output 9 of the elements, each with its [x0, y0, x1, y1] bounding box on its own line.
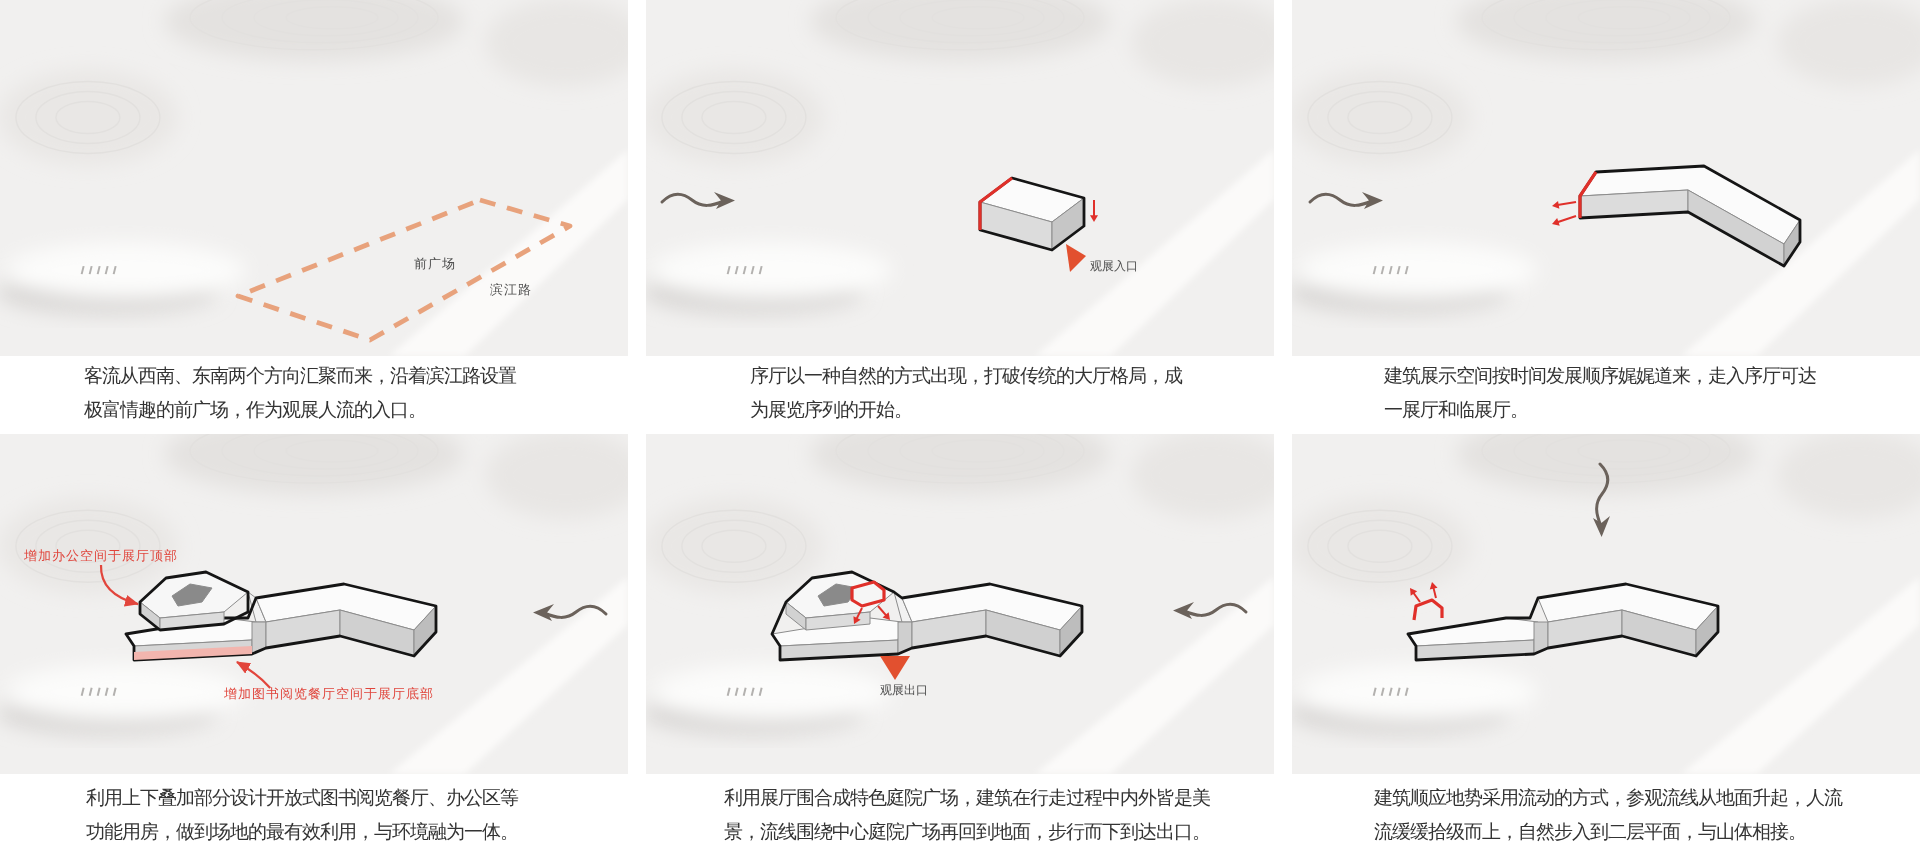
caption-text: 建筑顺应地势采用流动的方式，参观流线从地面升起，人流流缓缓拾级而上，自然步入到二层平面，与山体相接。 — [1374, 786, 1844, 849]
caption-text: 利用上下叠加部分设计开放式图书阅览餐厅、办公区等功能用房，做到场地的最有效利用，与环境融为一体。 — [86, 786, 520, 849]
leader-arrow — [99, 564, 139, 607]
building-block — [138, 570, 252, 632]
caption-text: 利用展厅围合成特色庭院广场，建筑在行走过程中内外皆是美景，流线围绕中心庭院广场再回到地面，步行而下到达出口。 — [724, 786, 1212, 849]
caption-text: 客流从西南、东南两个方向汇聚而来，沿着滨江路设置极富情趣的前广场，作为观展人流的入口。 — [84, 364, 518, 427]
caption-text: 序厅以一种自然的方式出现，打破传统的大厅格局，成为展览序列的开始。 — [750, 364, 1184, 427]
leader-arrow — [236, 661, 271, 689]
caption-text: 建筑展示空间按时间发展顺序娓娓道来，走入序厅可达一展厅和临展厅。 — [1384, 364, 1818, 427]
